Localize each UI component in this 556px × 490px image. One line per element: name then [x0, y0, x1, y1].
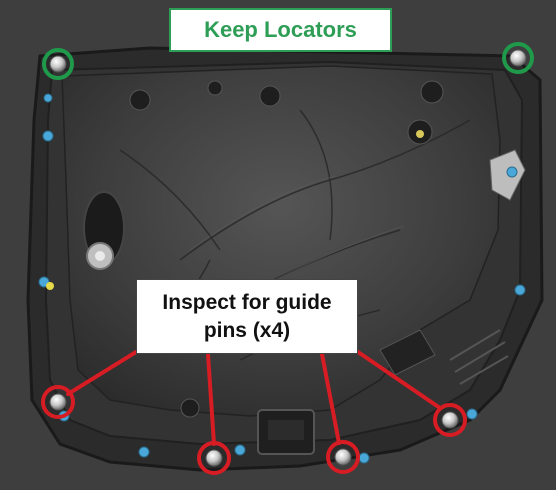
pad-clip-holes [129, 80, 444, 418]
keep-locators-text: Keep Locators [204, 17, 357, 42]
keep-locators-callout: Keep Locators [169, 8, 392, 52]
inspect-guide-pins-callout: Inspect for guide pins (x4) [136, 279, 358, 354]
red-leader-lines [66, 350, 442, 446]
green-locator-markers [42, 42, 534, 80]
red-inspection-markers [41, 385, 467, 475]
inspect-guide-pins-text: Inspect for guide pins (x4) [162, 290, 332, 342]
guide-pins [49, 49, 527, 467]
